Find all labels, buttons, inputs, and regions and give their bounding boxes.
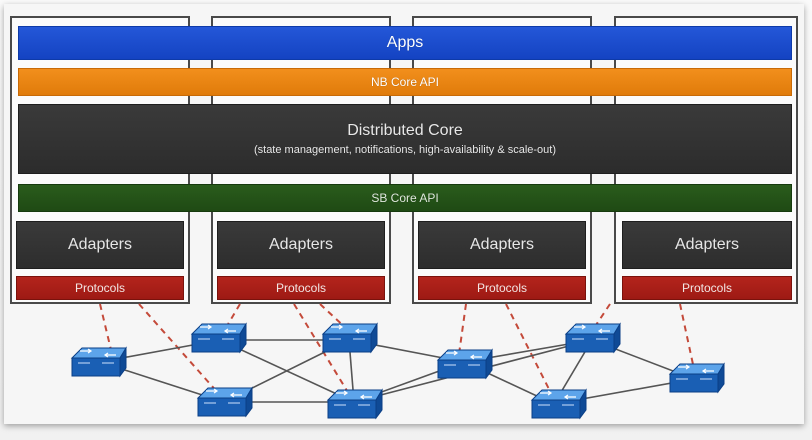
network-switch-icon [197, 387, 253, 417]
control-link [138, 303, 220, 395]
distributed-core-title: Distributed Core [347, 122, 463, 139]
network-switch-icon [322, 323, 378, 353]
sb-core-api-layer: SB Core API [18, 184, 792, 212]
nb-core-api-layer: NB Core API [18, 68, 792, 96]
control-link [505, 303, 555, 400]
protocols-box-4: Protocols [622, 276, 792, 300]
protocols-box-3: Protocols [418, 276, 586, 300]
network-switch-icon [531, 389, 587, 419]
adapters-box-2: Adapters [217, 221, 385, 269]
adapters-box-4: Adapters [622, 221, 792, 269]
apps-label: Apps [386, 34, 424, 51]
distributed-core-layer: Distributed Core (state management, noti… [18, 104, 792, 174]
network-switch-icon [191, 323, 247, 353]
control-link [458, 303, 467, 355]
network-topology [71, 303, 725, 419]
network-switch-icon [437, 349, 493, 379]
sb-core-api-label: SB Core API [371, 191, 439, 205]
control-link [99, 303, 113, 355]
apps-layer: Apps [18, 26, 792, 60]
protocols-box-2: Protocols [217, 276, 385, 300]
protocols-box-1: Protocols [16, 276, 184, 300]
adapters-box-1: Adapters [16, 221, 184, 269]
network-switch-icon [669, 363, 725, 393]
distributed-core-subtitle: (state management, notifications, high-a… [253, 144, 557, 156]
diagram-frame: Apps NB Core API Distributed Core (state… [4, 4, 804, 424]
network-switch-icon [327, 389, 383, 419]
network-switch-icon [565, 323, 621, 353]
control-link [679, 303, 695, 370]
network-switch-icon [71, 347, 127, 377]
nb-core-api-label: NB Core API [370, 75, 440, 89]
adapters-box-3: Adapters [418, 221, 586, 269]
